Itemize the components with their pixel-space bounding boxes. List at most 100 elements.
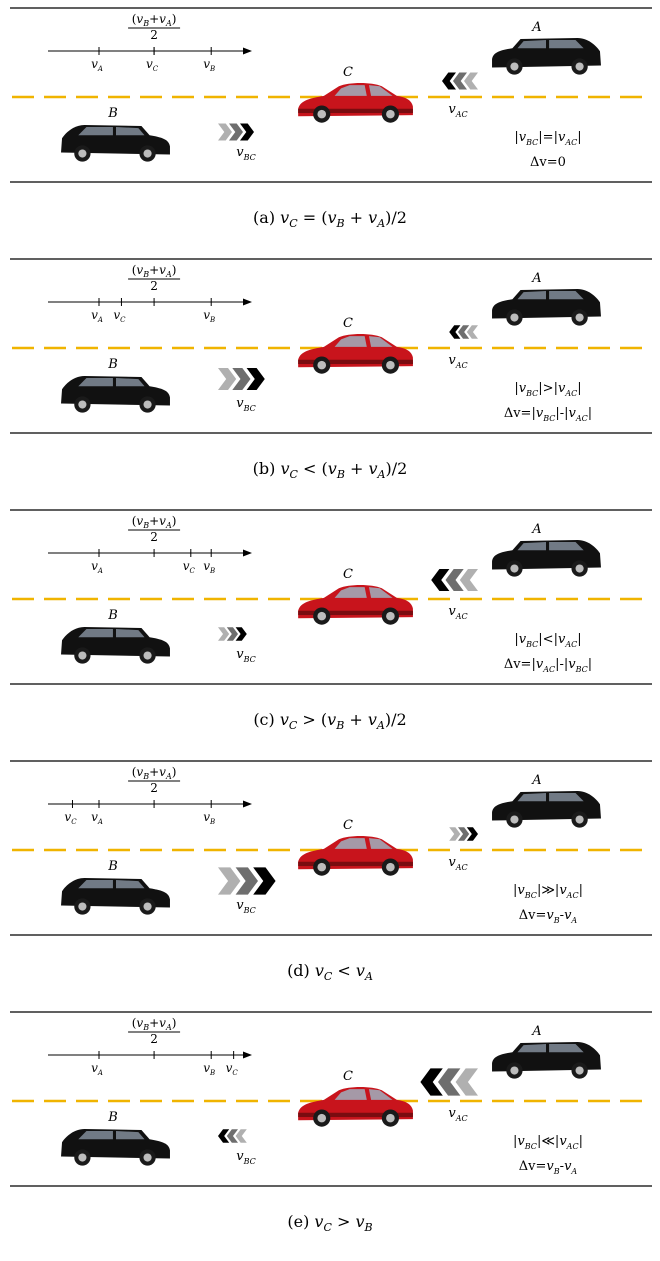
axis-arrow-icon	[243, 800, 252, 808]
chevron-arrow-icon	[218, 367, 237, 391]
car-a	[492, 791, 601, 828]
car-c-label: C	[343, 818, 353, 833]
ac-speed-chevrons	[431, 568, 478, 592]
chevron-arrow-icon	[253, 867, 276, 895]
delta-v-formula: Δv=0	[530, 155, 566, 170]
chevron-arrow-icon	[218, 867, 241, 895]
ac-speed-label: vAC	[448, 855, 467, 872]
car-b-label: B	[107, 357, 118, 372]
midpoint-denominator: 2	[150, 781, 158, 795]
midpoint-denominator: 2	[150, 279, 158, 293]
delta-v-formula: Δv=vB-vA	[519, 908, 578, 925]
velocity-relation: |vBC|<|vAC|	[514, 632, 581, 649]
car-a-label: A	[531, 522, 541, 537]
chevron-arrow-icon	[449, 827, 461, 841]
car-c-label: C	[343, 1069, 353, 1084]
midpoint-label: (vB+vA)	[132, 765, 177, 781]
velocity-relation: |vBC|≪|vAC|	[513, 1134, 583, 1151]
chevron-arrow-icon	[235, 867, 258, 895]
car-b	[61, 878, 170, 915]
midpoint-label: (vB+vA)	[132, 514, 177, 530]
chevron-arrow-icon	[232, 367, 251, 391]
car-b	[61, 1129, 170, 1166]
tick-label-va: vA	[91, 559, 103, 575]
delta-v-formula: Δv=|vBC|-|vAC|	[504, 406, 592, 423]
car-a-label: A	[531, 773, 541, 788]
chevron-arrow-icon	[420, 1068, 443, 1096]
tick-label-vc: vC	[146, 57, 159, 73]
velocity-relation: |vBC|>|vAC|	[514, 381, 581, 398]
car-a	[492, 540, 601, 577]
car-a-label: A	[531, 1024, 541, 1039]
chevron-arrow-icon	[449, 325, 461, 339]
velocity-relation: |vBC|=|vAC|	[514, 130, 581, 147]
ac-speed-label: vAC	[448, 102, 467, 119]
axis-arrow-icon	[243, 298, 252, 306]
car-c-label: C	[343, 65, 353, 80]
car-b-label: B	[107, 1110, 118, 1125]
tick-label-vb: vB	[203, 1061, 215, 1077]
midpoint-denominator: 2	[150, 1032, 158, 1046]
midpoint-denominator: 2	[150, 530, 158, 544]
bc-speed-label: vBC	[236, 145, 256, 162]
bc-speed-label: vBC	[236, 1149, 256, 1166]
ac-speed-chevrons	[449, 827, 478, 841]
chevron-arrow-icon	[226, 627, 238, 641]
midpoint-label: (vB+vA)	[132, 1016, 177, 1032]
axis-arrow-icon	[243, 47, 252, 55]
car-b-label: B	[107, 859, 118, 874]
tick-label-vb: vB	[203, 559, 215, 575]
ac-speed-chevrons	[442, 72, 478, 90]
chevron-arrow-icon	[246, 367, 265, 391]
tick-label-vb: vB	[203, 308, 215, 324]
car-b-label: B	[107, 106, 118, 121]
car-c	[298, 1087, 413, 1127]
bc-speed-label: vBC	[236, 396, 256, 413]
car-a-label: A	[531, 271, 541, 286]
bc-speed-label: vBC	[236, 898, 256, 915]
delta-v-formula: Δv=vB-vA	[519, 1159, 578, 1176]
midpoint-label: (vB+vA)	[132, 12, 177, 28]
chevron-arrow-icon	[445, 568, 464, 592]
car-b	[61, 125, 170, 162]
car-b-label: B	[107, 608, 118, 623]
car-c-label: C	[343, 567, 353, 582]
chevron-arrow-icon	[226, 1129, 238, 1143]
chevron-arrow-icon	[466, 827, 478, 841]
bc-speed-chevrons	[218, 1129, 247, 1143]
midpoint-denominator: 2	[150, 28, 158, 42]
chevron-arrow-icon	[459, 568, 478, 592]
bc-speed-chevrons	[218, 627, 247, 641]
tick-label-va: vA	[91, 308, 103, 324]
chevron-arrow-icon	[240, 123, 254, 141]
chevron-arrow-icon	[235, 1129, 247, 1143]
chevron-arrow-icon	[218, 123, 232, 141]
panel-caption: (c) vC > (vB + vA)/2	[253, 710, 406, 732]
ac-speed-label: vAC	[448, 353, 467, 370]
car-a-label: A	[531, 20, 541, 35]
car-a	[492, 289, 601, 326]
ac-speed-label: vAC	[448, 1106, 467, 1123]
tick-label-vc: vC	[113, 308, 126, 324]
tick-label-va: vA	[91, 810, 103, 826]
car-a	[492, 1042, 601, 1079]
car-c-label: C	[343, 316, 353, 331]
chevron-arrow-icon	[235, 627, 247, 641]
tick-label-va: vA	[91, 57, 103, 73]
chevron-arrow-icon	[453, 72, 467, 90]
chevron-arrow-icon	[458, 827, 470, 841]
car-b	[61, 627, 170, 664]
panel-caption: (b) vC < (vB + vA)/2	[253, 459, 408, 481]
tick-label-vb: vB	[203, 810, 215, 826]
axis-arrow-icon	[243, 549, 252, 557]
bc-speed-chevrons	[218, 867, 276, 895]
ac-speed-chevrons	[449, 325, 478, 339]
car-b	[61, 376, 170, 413]
panel-caption: (e) vC > vB	[287, 1212, 372, 1234]
panel-caption: (a) vC = (vB + vA)/2	[253, 208, 407, 230]
car-c	[298, 836, 413, 876]
